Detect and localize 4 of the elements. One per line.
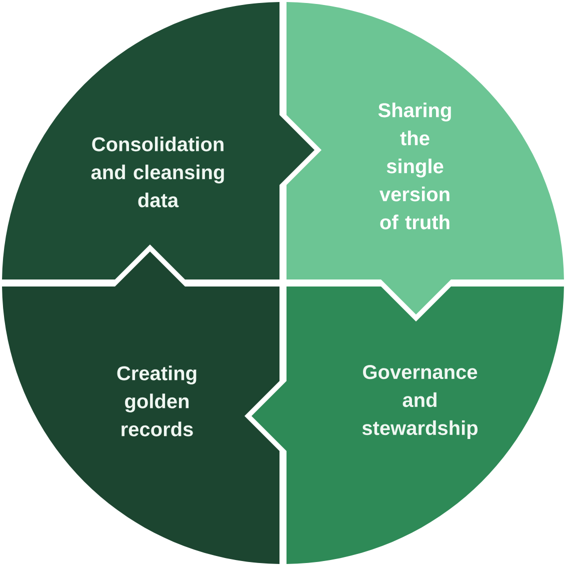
puzzle-piece: Creating golden records [2, 252, 280, 564]
puzzle-piece: Sharing the single version of truth [286, 2, 564, 314]
puzzle-piece: Governance and stewardship [252, 286, 564, 564]
puzzle-piece: Consolidation and cleansing data [2, 2, 314, 280]
